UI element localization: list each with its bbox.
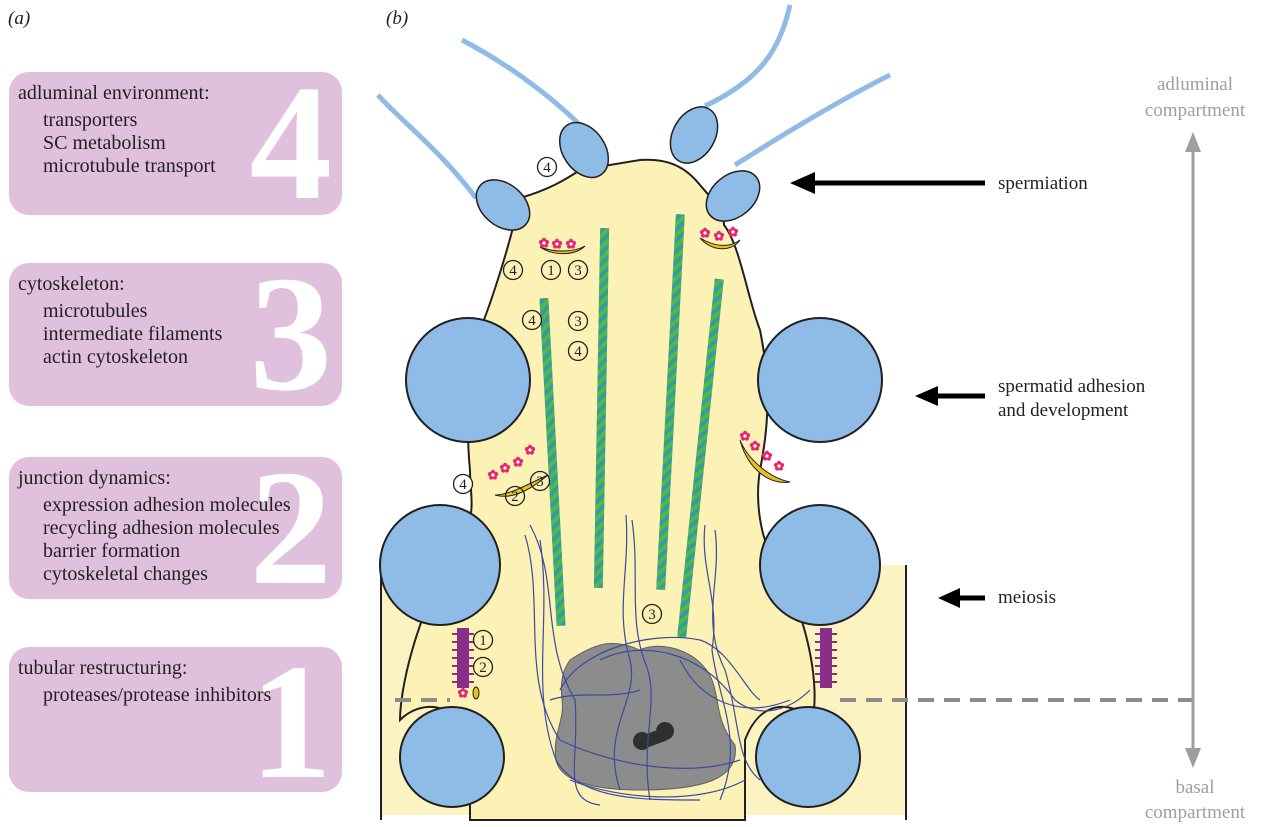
adluminal-label-line2: compartment <box>1130 99 1260 123</box>
circled-4: 4 <box>528 313 536 329</box>
basal-label-line1: basal <box>1130 776 1260 800</box>
circled-4: 4 <box>459 477 467 493</box>
circled-1: 1 <box>479 633 487 649</box>
circled-4: 4 <box>509 263 517 279</box>
compartment-arrow <box>1185 132 1201 768</box>
circled-3: 3 <box>574 263 582 279</box>
circled-2: 2 <box>511 489 519 505</box>
circled-3: 3 <box>648 607 656 623</box>
circled-4: 4 <box>543 160 551 176</box>
circled-4: 4 <box>574 344 582 360</box>
spermatid-adhesion-label: spermatid adhesion <box>998 375 1145 399</box>
spermiation-label: spermiation <box>998 172 1088 196</box>
adluminal-label-line1: adluminal <box>1130 73 1260 97</box>
spermatid-development-label: and development <box>998 399 1128 423</box>
basal-label-line2: compartment <box>1130 801 1260 825</box>
circled-2: 2 <box>479 660 487 676</box>
meiosis-label: meiosis <box>998 586 1056 610</box>
circled-3: 3 <box>574 314 582 330</box>
circled-3: 3 <box>536 474 544 490</box>
circled-1: 1 <box>547 263 555 279</box>
